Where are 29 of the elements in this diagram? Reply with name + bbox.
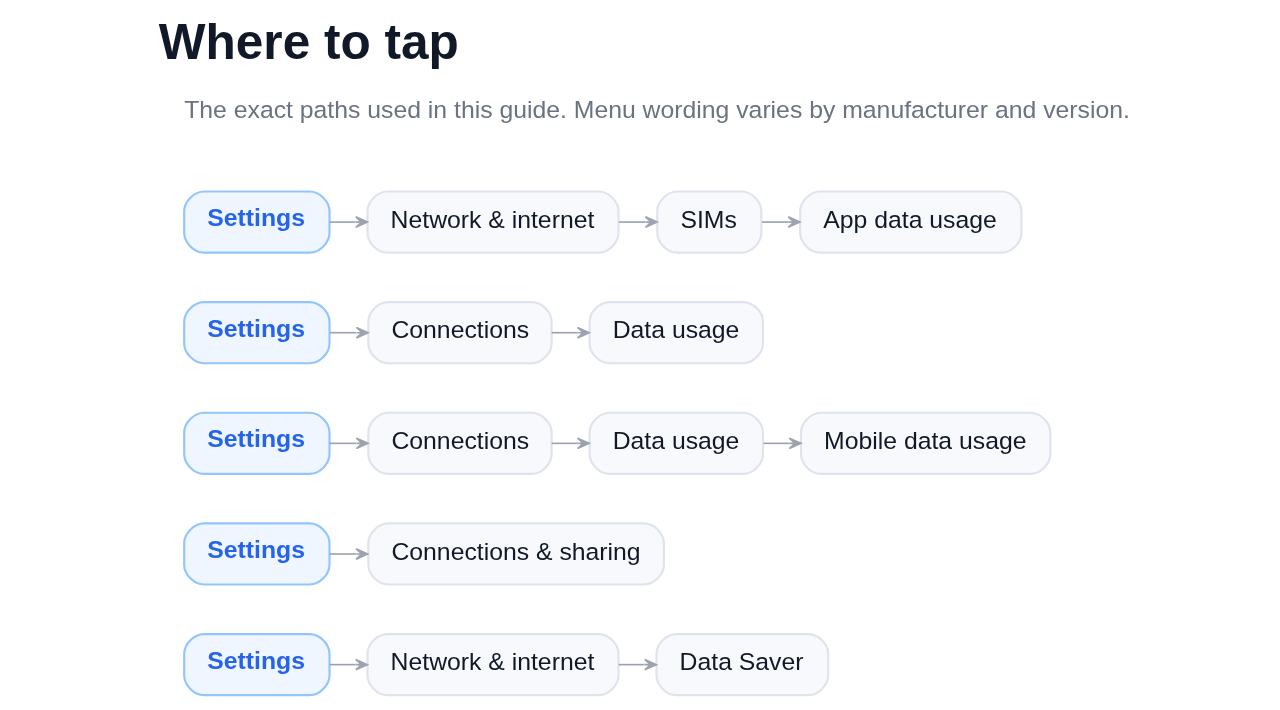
node-box: App data usage bbox=[798, 190, 1023, 254]
arrow bbox=[328, 547, 368, 561]
node-box: Data usage bbox=[588, 301, 764, 365]
node-box: SIMs bbox=[655, 190, 762, 254]
arrow bbox=[617, 658, 657, 671]
arrow bbox=[328, 437, 369, 450]
node-box: Network & internet bbox=[365, 633, 620, 697]
arrow bbox=[550, 326, 590, 339]
diagram-title: Where to tap bbox=[158, 14, 459, 70]
node-box: Connections & sharing bbox=[366, 522, 665, 586]
node-box: Data usage bbox=[588, 411, 764, 475]
node-box: Network & internet bbox=[365, 190, 620, 254]
node-box: Connections bbox=[366, 411, 553, 475]
arrow bbox=[328, 326, 369, 339]
node-box: Settings bbox=[182, 411, 331, 475]
arrow bbox=[762, 437, 802, 450]
node-box: Settings bbox=[182, 190, 331, 254]
arrow bbox=[617, 216, 658, 229]
node-box: Settings bbox=[182, 633, 331, 697]
arrow bbox=[328, 216, 368, 229]
node-box: Settings bbox=[182, 301, 331, 365]
arrow bbox=[328, 658, 368, 671]
arrow bbox=[550, 437, 590, 450]
node-box: Settings bbox=[182, 522, 331, 586]
label: The exact paths used in this guide. Menu wording varies by manufacturer and version. bbox=[183, 96, 1130, 124]
node-box: Connections bbox=[366, 301, 553, 365]
node-box: Mobile data usage bbox=[799, 411, 1051, 475]
arrow bbox=[760, 216, 801, 229]
node-box: Data Saver bbox=[654, 633, 829, 697]
